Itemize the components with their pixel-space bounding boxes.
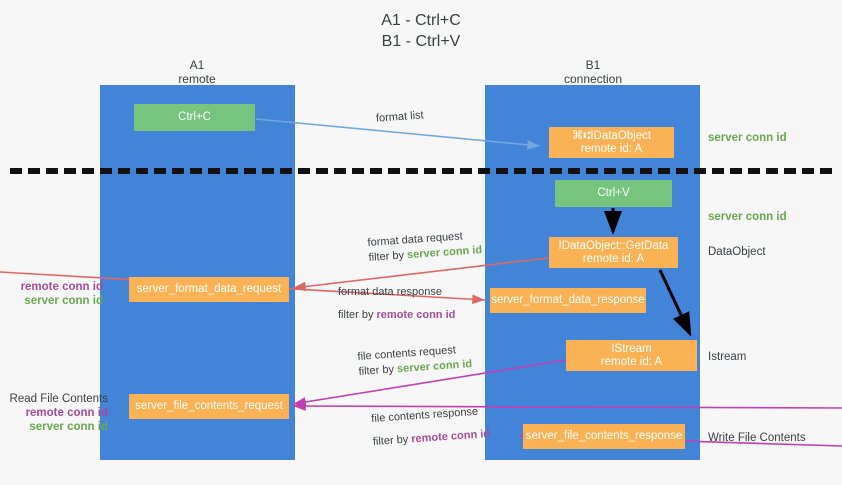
- box-server-format-data-response-label: server_format_data_response: [491, 294, 645, 306]
- arrow-getdata-istream: [658, 269, 692, 337]
- flow-label-format-data-response: format data response filter by remote co…: [338, 285, 455, 323]
- page-title: A1 - Ctrl+C B1 - Ctrl+V: [0, 10, 842, 52]
- box-server-format-data-response[interactable]: server_format_data_response: [490, 288, 646, 313]
- annotation-server-conn-id-top: server conn id: [708, 132, 787, 144]
- box-ctrl-c[interactable]: Ctrl+C: [134, 104, 255, 131]
- filter-value-server-conn-id: server conn id: [406, 244, 483, 262]
- phase-divider: [10, 168, 832, 174]
- annotation-conn-ids-upper: remote conn id server conn id: [8, 280, 103, 308]
- annotation-conn-ids-lower: Read File Contents remote conn id server…: [8, 392, 108, 434]
- filter-prefix: filter by: [372, 433, 412, 449]
- box-idataobject-line2: remote id: A: [580, 142, 643, 155]
- lane-b1-role: connection: [563, 72, 623, 86]
- annotation-server-conn-id: server conn id: [29, 421, 108, 433]
- filter-value-remote-conn-id: remote conn id: [376, 309, 456, 321]
- box-idataobject-line1: ⌘⑆IDataObject: [571, 129, 652, 142]
- flow-format-data-response-filter: filter by remote conn id: [338, 308, 455, 323]
- box-ctrl-v[interactable]: Ctrl+V: [555, 180, 672, 207]
- box-getdata-line1: IDataObject::GetData: [558, 239, 669, 252]
- filter-prefix: filter by: [368, 249, 408, 264]
- box-getdata-line2: remote id: A: [582, 252, 645, 265]
- annotation-server-conn-id: server conn id: [24, 295, 103, 307]
- box-istream-line2: remote id: A: [600, 355, 663, 368]
- filter-prefix: filter by: [358, 363, 398, 378]
- annotation-dataobject: DataObject: [708, 246, 766, 258]
- arrow-file-contents-request: [292, 359, 567, 407]
- lane-header-a1: A1 remote: [137, 58, 257, 86]
- box-idataobject[interactable]: ⌘⑆IDataObject remote id: A: [549, 127, 674, 158]
- box-server-format-data-request-label: server_format_data_request: [136, 283, 282, 295]
- filter-value-server-conn-id: server conn id: [396, 358, 473, 376]
- annotation-remote-conn-id: remote conn id: [25, 407, 108, 419]
- box-server-file-contents-request[interactable]: server_file_contents_request: [129, 394, 289, 419]
- lane-a1-name: A1: [189, 58, 205, 72]
- title-line-2: B1 - Ctrl+V: [381, 33, 461, 50]
- lane-header-b1: B1 connection: [528, 58, 658, 86]
- annotation-server-conn-id-mid: server conn id: [708, 211, 787, 223]
- box-istream[interactable]: IStream remote id: A: [566, 340, 697, 371]
- annotation-read-file-contents: Read File Contents: [9, 393, 108, 405]
- box-ctrl-v-label: Ctrl+V: [597, 187, 630, 199]
- box-getdata[interactable]: IDataObject::GetData remote id: A: [549, 237, 678, 268]
- annotation-istream: Istream: [708, 351, 747, 363]
- flow-format-data-response-text: format data response: [338, 286, 442, 298]
- box-server-file-contents-request-label: server_file_contents_request: [135, 400, 283, 412]
- filter-prefix: filter by: [338, 309, 377, 321]
- box-server-file-contents-response-label: server_file_contents_response: [525, 430, 683, 442]
- lane-a1-role: remote: [178, 72, 216, 86]
- arrow-format-data-request: [292, 257, 549, 292]
- box-server-format-data-request[interactable]: server_format_data_request: [129, 277, 289, 302]
- annotation-write-file-contents: Write File Contents: [708, 432, 806, 444]
- title-line-1: A1 - Ctrl+C: [381, 12, 461, 29]
- box-ctrl-c-label: Ctrl+C: [178, 111, 211, 123]
- arrow-file-contents-response-left: [292, 401, 842, 411]
- arrow-format-list: [255, 118, 541, 150]
- box-server-file-contents-response[interactable]: server_file_contents_response: [523, 424, 685, 449]
- lane-b1-name: B1: [585, 58, 601, 72]
- annotation-remote-conn-id: remote conn id: [20, 281, 103, 293]
- box-istream-line1: IStream: [611, 342, 652, 355]
